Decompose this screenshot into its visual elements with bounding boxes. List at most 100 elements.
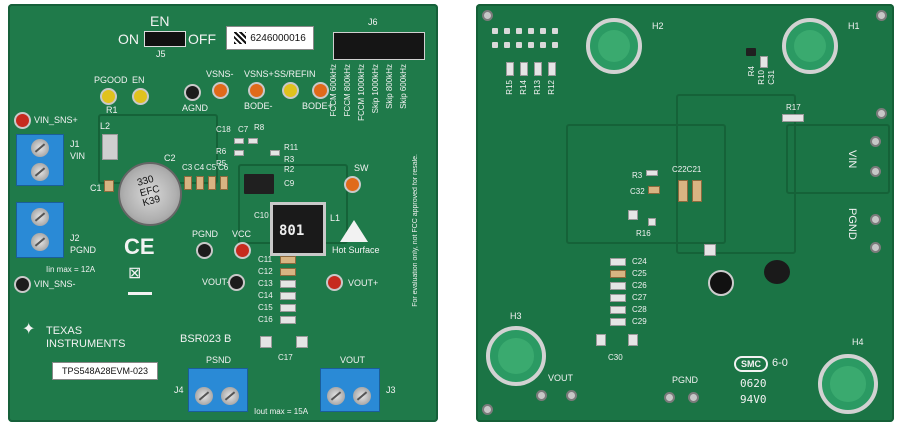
- vin-pad: [870, 166, 881, 177]
- r10-label: R10: [757, 70, 766, 85]
- model-number: TPS548A28EVM-023: [61, 366, 149, 376]
- en-switch-jumper[interactable]: [144, 31, 186, 47]
- pgood-test-point[interactable]: [100, 88, 117, 105]
- screw-icon: [31, 208, 49, 226]
- vin-label: VIN: [70, 151, 86, 161]
- mounting-hole: [482, 404, 493, 415]
- screw-icon: [221, 387, 239, 405]
- r4-label: R4: [747, 66, 756, 77]
- j3-label: J3: [386, 385, 396, 395]
- inductor-marking: 801: [279, 223, 305, 239]
- h3-standoff: [486, 326, 546, 386]
- capacitor-marking: 330 EFC K39: [136, 173, 162, 210]
- c28-capacitor: [610, 306, 626, 314]
- j4-label: J4: [174, 385, 184, 395]
- c2-label: C2: [164, 153, 176, 163]
- ti-logo-icon: ✦: [22, 321, 36, 338]
- pad: [492, 28, 498, 34]
- vout-minus-test-point[interactable]: [228, 274, 245, 291]
- weee-bin-icon: ⊠: [128, 265, 142, 282]
- pad: [528, 28, 534, 34]
- j2-terminal-block[interactable]: [16, 202, 64, 258]
- r2-label: R2: [284, 165, 295, 174]
- vin-label: VIN: [846, 150, 858, 169]
- freq-label-1: FCCM 800kHz: [343, 64, 352, 117]
- pgnd-right-label: PGND: [846, 208, 858, 240]
- iin-max-label: Iin max = 12A: [46, 265, 96, 274]
- hot-surface-warning-icon: [340, 220, 368, 242]
- bode-plus-test-point[interactable]: [312, 82, 329, 99]
- agnd-label: AGND: [182, 103, 209, 113]
- c26-capacitor: [610, 282, 626, 290]
- pad: [516, 42, 522, 48]
- c24-capacitor: [610, 258, 626, 266]
- c22-capacitor: [678, 180, 688, 202]
- j6-jumper-header[interactable]: [333, 32, 425, 60]
- en-test-point[interactable]: [132, 88, 149, 105]
- controller-ic: [244, 174, 274, 194]
- r8-label: R8: [254, 123, 265, 132]
- r1-label: R1: [106, 105, 118, 115]
- vsns-minus-test-point[interactable]: [212, 82, 229, 99]
- vin-sns-minus-test-point[interactable]: [14, 276, 31, 293]
- small-ic: [746, 48, 756, 56]
- pad: [492, 42, 498, 48]
- c13-capacitor: [280, 280, 296, 288]
- c27-capacitor: [610, 294, 626, 302]
- frequency-select-labels: FCCM 600kHz FCCM 800kHz FCCM 1000kHz Ski…: [326, 64, 434, 136]
- c1-label: C1: [90, 183, 102, 193]
- l2-label: L2: [100, 121, 111, 131]
- j2-label: J2: [70, 233, 80, 243]
- smc-label: SMC: [741, 359, 761, 369]
- j3-terminal-block[interactable]: [320, 368, 380, 412]
- j1-terminal-block[interactable]: [16, 134, 64, 186]
- r17-resistor: [782, 114, 804, 122]
- freq-label-3: Skip 1000kHz: [371, 64, 380, 114]
- vsns-plus-test-point[interactable]: [248, 82, 265, 99]
- en-label: EN: [150, 13, 170, 29]
- sw-test-point[interactable]: [344, 176, 361, 193]
- vin-sns-minus-label: VIN_SNS-: [34, 279, 76, 289]
- c3-capacitor: [184, 176, 192, 190]
- c5-label: C5: [206, 163, 217, 172]
- r3-label: R3: [284, 155, 295, 164]
- ss-refin-test-point[interactable]: [282, 82, 299, 99]
- c21-capacitor: [692, 180, 702, 202]
- vout-plus-test-point[interactable]: [326, 274, 343, 291]
- c9-label: C9: [284, 179, 295, 188]
- psnd-label: PSND: [206, 355, 232, 365]
- vin-sns-plus-test-point[interactable]: [14, 112, 31, 129]
- pcb-bottom-side: H2 H1 R15 R14 R13 R12 R4 R10 C31 R17 VIN…: [476, 4, 894, 422]
- l1-power-inductor: 801: [270, 202, 326, 256]
- c1-capacitor: [104, 180, 114, 192]
- c32-capacitor: [648, 186, 660, 194]
- off-label: OFF: [188, 31, 216, 47]
- c2-electrolytic-capacitor: 330 EFC K39: [118, 162, 182, 226]
- screw-icon: [327, 387, 345, 405]
- pad: [540, 42, 546, 48]
- c26-label: C26: [632, 281, 647, 290]
- r11-label: R11: [284, 143, 299, 152]
- r3-label: R3: [632, 171, 643, 180]
- ss-refin-label: SS/REFIN: [274, 69, 316, 79]
- r16-resistor: [648, 218, 656, 226]
- ti-texas-label: TEXAS: [46, 325, 83, 337]
- r6-label: R6: [216, 147, 227, 156]
- pcb-trace: [566, 124, 726, 244]
- j4-terminal-block[interactable]: [188, 368, 248, 412]
- pgnd-tp-label: PGND: [192, 229, 219, 239]
- c13-label: C13: [258, 279, 273, 288]
- weee-bar: [128, 292, 152, 295]
- r12-label: R12: [547, 80, 556, 95]
- pgnd-test-point[interactable]: [196, 242, 213, 259]
- resistor: [234, 138, 244, 144]
- r15-label: R15: [505, 80, 514, 95]
- c12-label: C12: [258, 267, 273, 276]
- agnd-test-point[interactable]: [184, 84, 201, 101]
- qr-code-icon: [234, 32, 247, 44]
- test-pad: [704, 244, 716, 256]
- vcc-test-point[interactable]: [234, 242, 251, 259]
- c32-label: C32: [630, 187, 645, 196]
- c7-label: C7: [238, 125, 249, 134]
- c15-label: C15: [258, 303, 273, 312]
